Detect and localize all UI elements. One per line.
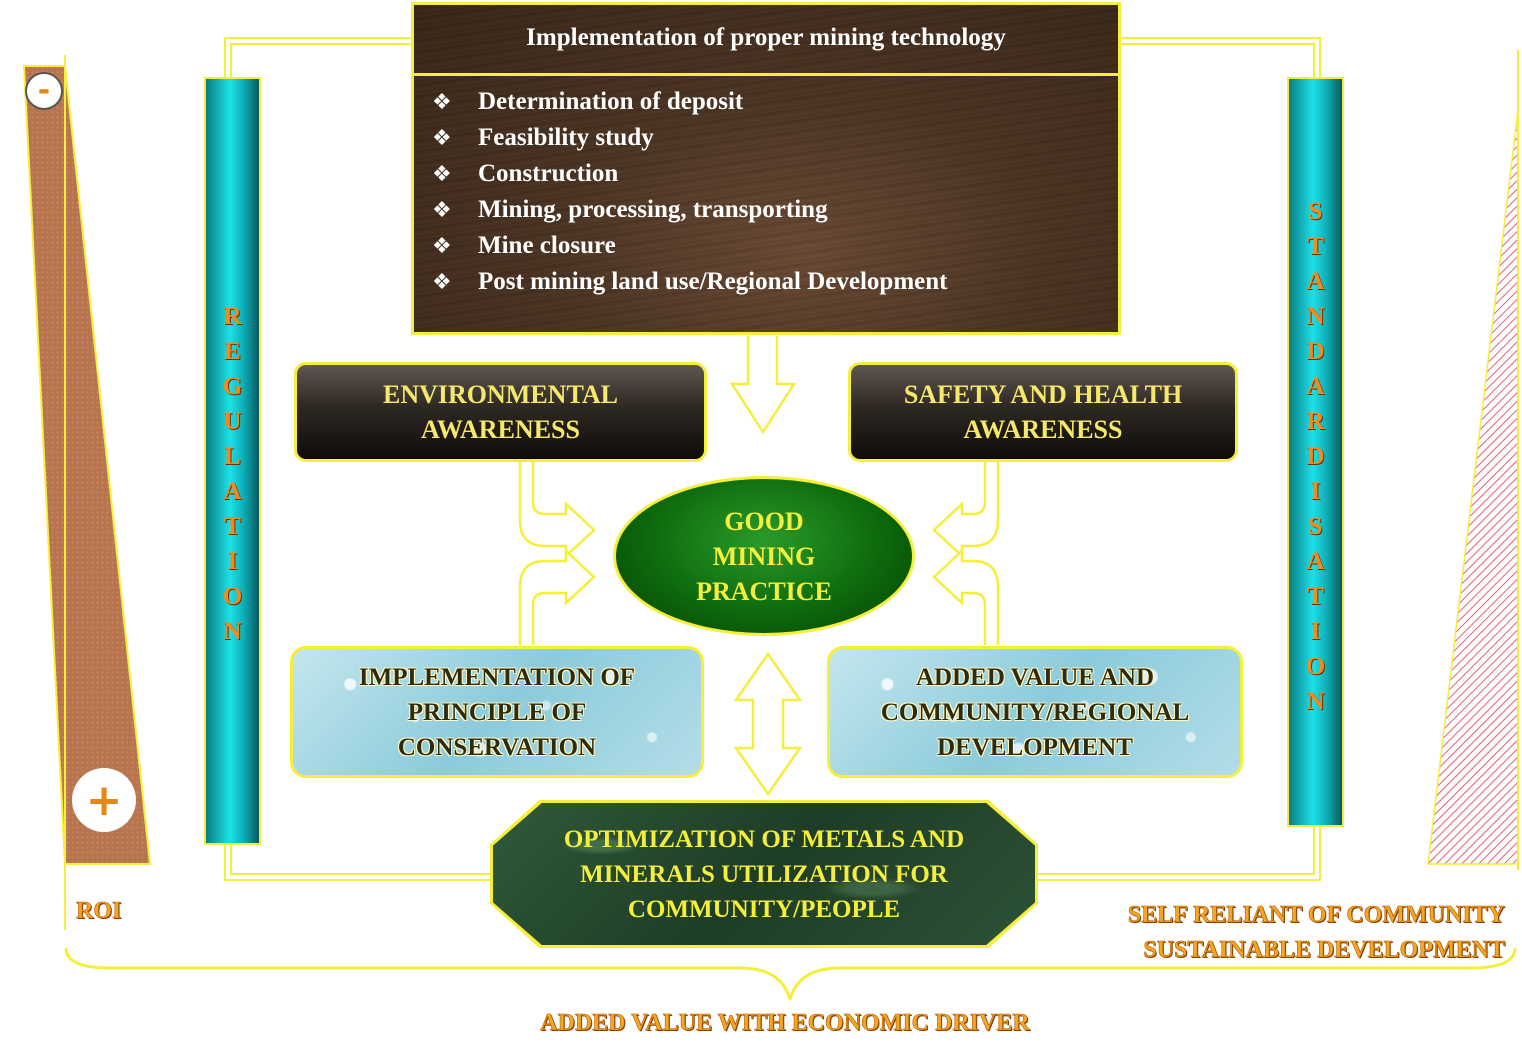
added-value-connector-arrow [932, 548, 1000, 645]
list-item: ❖Mining, processing, transporting [432, 192, 947, 228]
bottom-brace [64, 947, 1517, 1001]
bottom-label: ADDED VALUE WITH ECONOMIC DRIVER [540, 1010, 1030, 1037]
list-item: ❖Post mining land use/Regional Developme… [432, 264, 947, 300]
list-item: ❖Mine closure [432, 228, 947, 264]
list-item: ❖Determination of deposit [432, 84, 947, 120]
conservation-connector-arrow [518, 548, 596, 645]
bullet-icon: ❖ [432, 162, 452, 187]
roi-wedge [22, 65, 152, 865]
technology-box: Implementation of proper mining technolo… [411, 2, 1121, 335]
bullet-icon: ❖ [432, 270, 452, 295]
safety-connector-arrow [932, 462, 1000, 559]
technology-title: Implementation of proper mining technolo… [414, 5, 1118, 76]
double-arrow [733, 651, 803, 797]
self-reliant-label: SELF RELIANT OF COMMUNITY SUSTAINABLE DE… [1127, 902, 1506, 964]
list-item: ❖Construction [432, 156, 947, 192]
roi-label: ROI [76, 898, 122, 925]
minus-icon: - [25, 72, 63, 110]
list-item: ❖Feasibility study [432, 120, 947, 156]
bullet-icon: ❖ [432, 90, 452, 115]
technology-list: ❖Determination of deposit ❖Feasibility s… [432, 84, 947, 300]
down-arrow [729, 336, 797, 435]
plus-icon: + [72, 768, 136, 832]
sustainability-wedge [1427, 109, 1519, 865]
bullet-icon: ❖ [432, 198, 452, 223]
env-connector-arrow [518, 462, 596, 559]
bullet-icon: ❖ [432, 126, 452, 151]
bullet-icon: ❖ [432, 234, 452, 259]
